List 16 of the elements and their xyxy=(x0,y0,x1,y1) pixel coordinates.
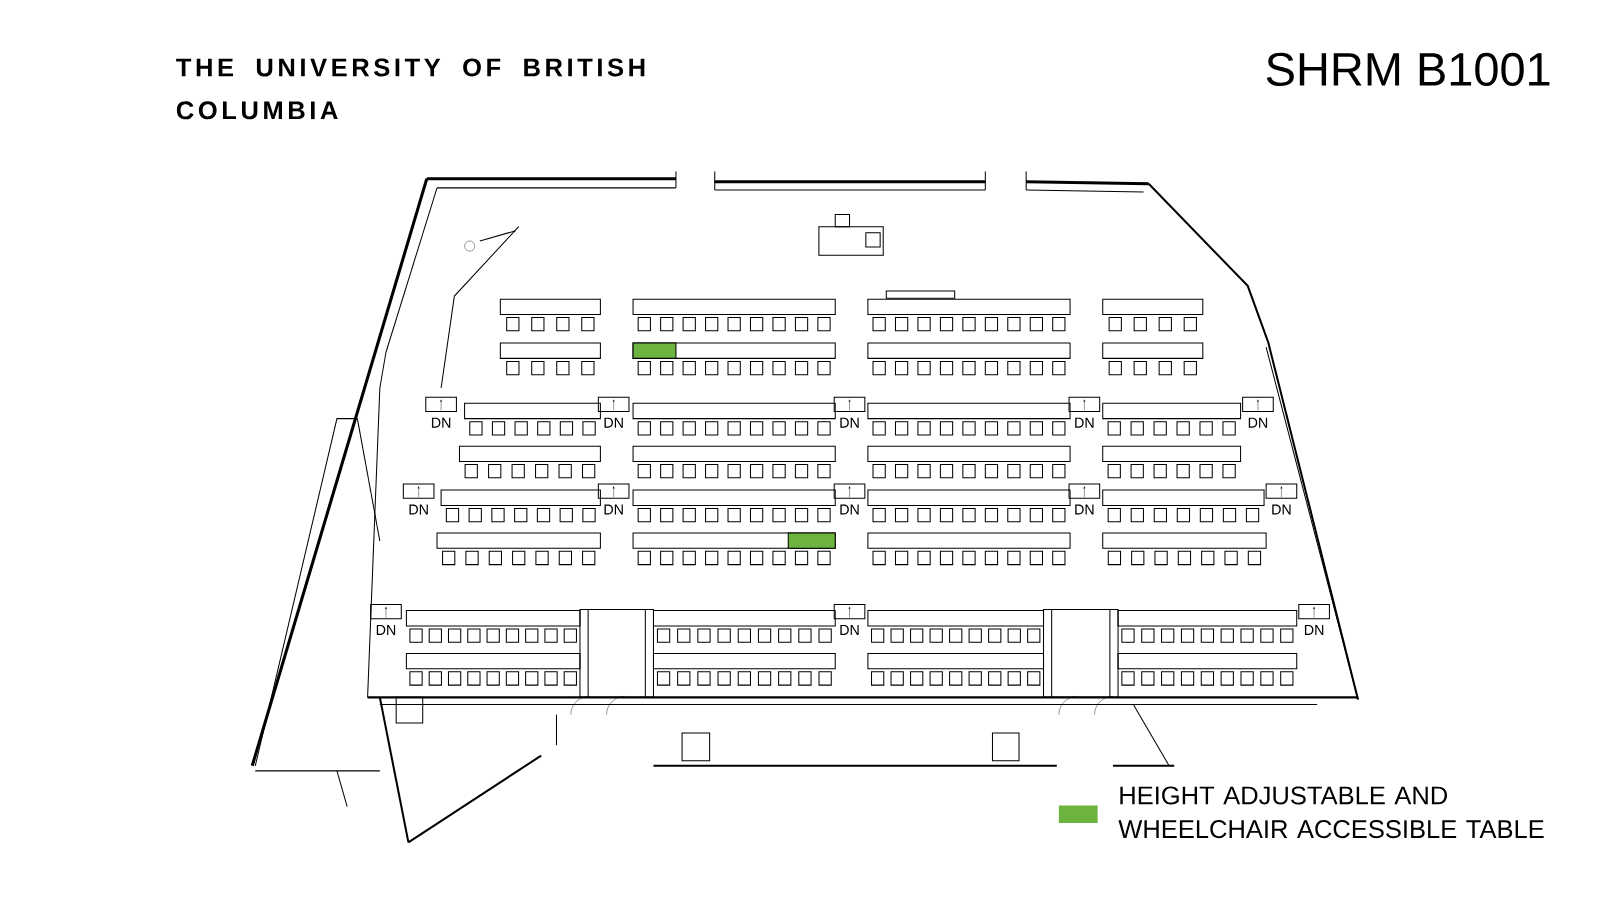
stair-label: DN xyxy=(1270,504,1293,516)
stair-label: DN xyxy=(838,417,861,429)
stair-label: DN xyxy=(375,624,397,636)
stair-label: DN xyxy=(838,504,861,516)
stair-label: DN xyxy=(1247,417,1269,429)
stair-label: DN xyxy=(430,417,452,429)
university-name: THE UNIVERSITY OF BRITISH COLUMBIA xyxy=(176,58,645,120)
stair-label: DN xyxy=(1073,504,1096,516)
stair-label: DN xyxy=(407,504,430,516)
stair-label: DN xyxy=(838,624,861,636)
stair-label: DN xyxy=(1303,624,1325,636)
stair-label: DN xyxy=(1073,417,1096,429)
stair-label: DN xyxy=(602,504,625,516)
legend-text: HEIGHT ADJUSTABLE AND WHEELCHAIR ACCESSIBLE TABLE xyxy=(1118,786,1544,839)
room-title: SHRM B1001 xyxy=(1266,53,1550,87)
stair-label: DN xyxy=(602,417,625,429)
